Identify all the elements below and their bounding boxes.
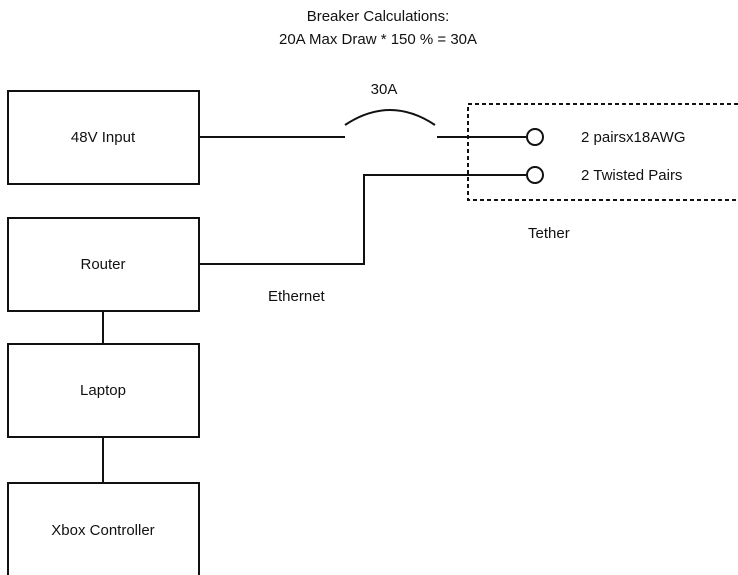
block-laptop-label: Laptop xyxy=(80,382,126,399)
header-title: Breaker Calculations: xyxy=(307,8,450,25)
terminal-signal-label: 2 Twisted Pairs xyxy=(581,167,682,184)
block-48v-input-label: 48V Input xyxy=(71,129,136,146)
tether-boundary xyxy=(467,103,738,201)
terminal-circle-power xyxy=(526,128,544,146)
breaker-rating-label: 30A xyxy=(371,81,398,98)
ethernet-label: Ethernet xyxy=(268,288,326,305)
block-48v-input: 48V Input xyxy=(7,90,200,185)
block-router: Router xyxy=(7,217,200,312)
ethernet-wire xyxy=(199,174,526,265)
terminal-power-label: 2 pairsx18AWG xyxy=(581,129,685,146)
header-formula: 20A Max Draw * 150 % = 30A xyxy=(279,31,477,48)
block-xbox-controller: Xbox Controller xyxy=(7,482,200,575)
block-xbox-controller-label: Xbox Controller xyxy=(51,522,154,539)
terminal-circle-signal xyxy=(526,166,544,184)
tether-label: Tether xyxy=(528,225,570,242)
block-laptop: Laptop xyxy=(7,343,200,438)
block-router-label: Router xyxy=(80,256,125,273)
breaker-arc xyxy=(344,109,436,126)
